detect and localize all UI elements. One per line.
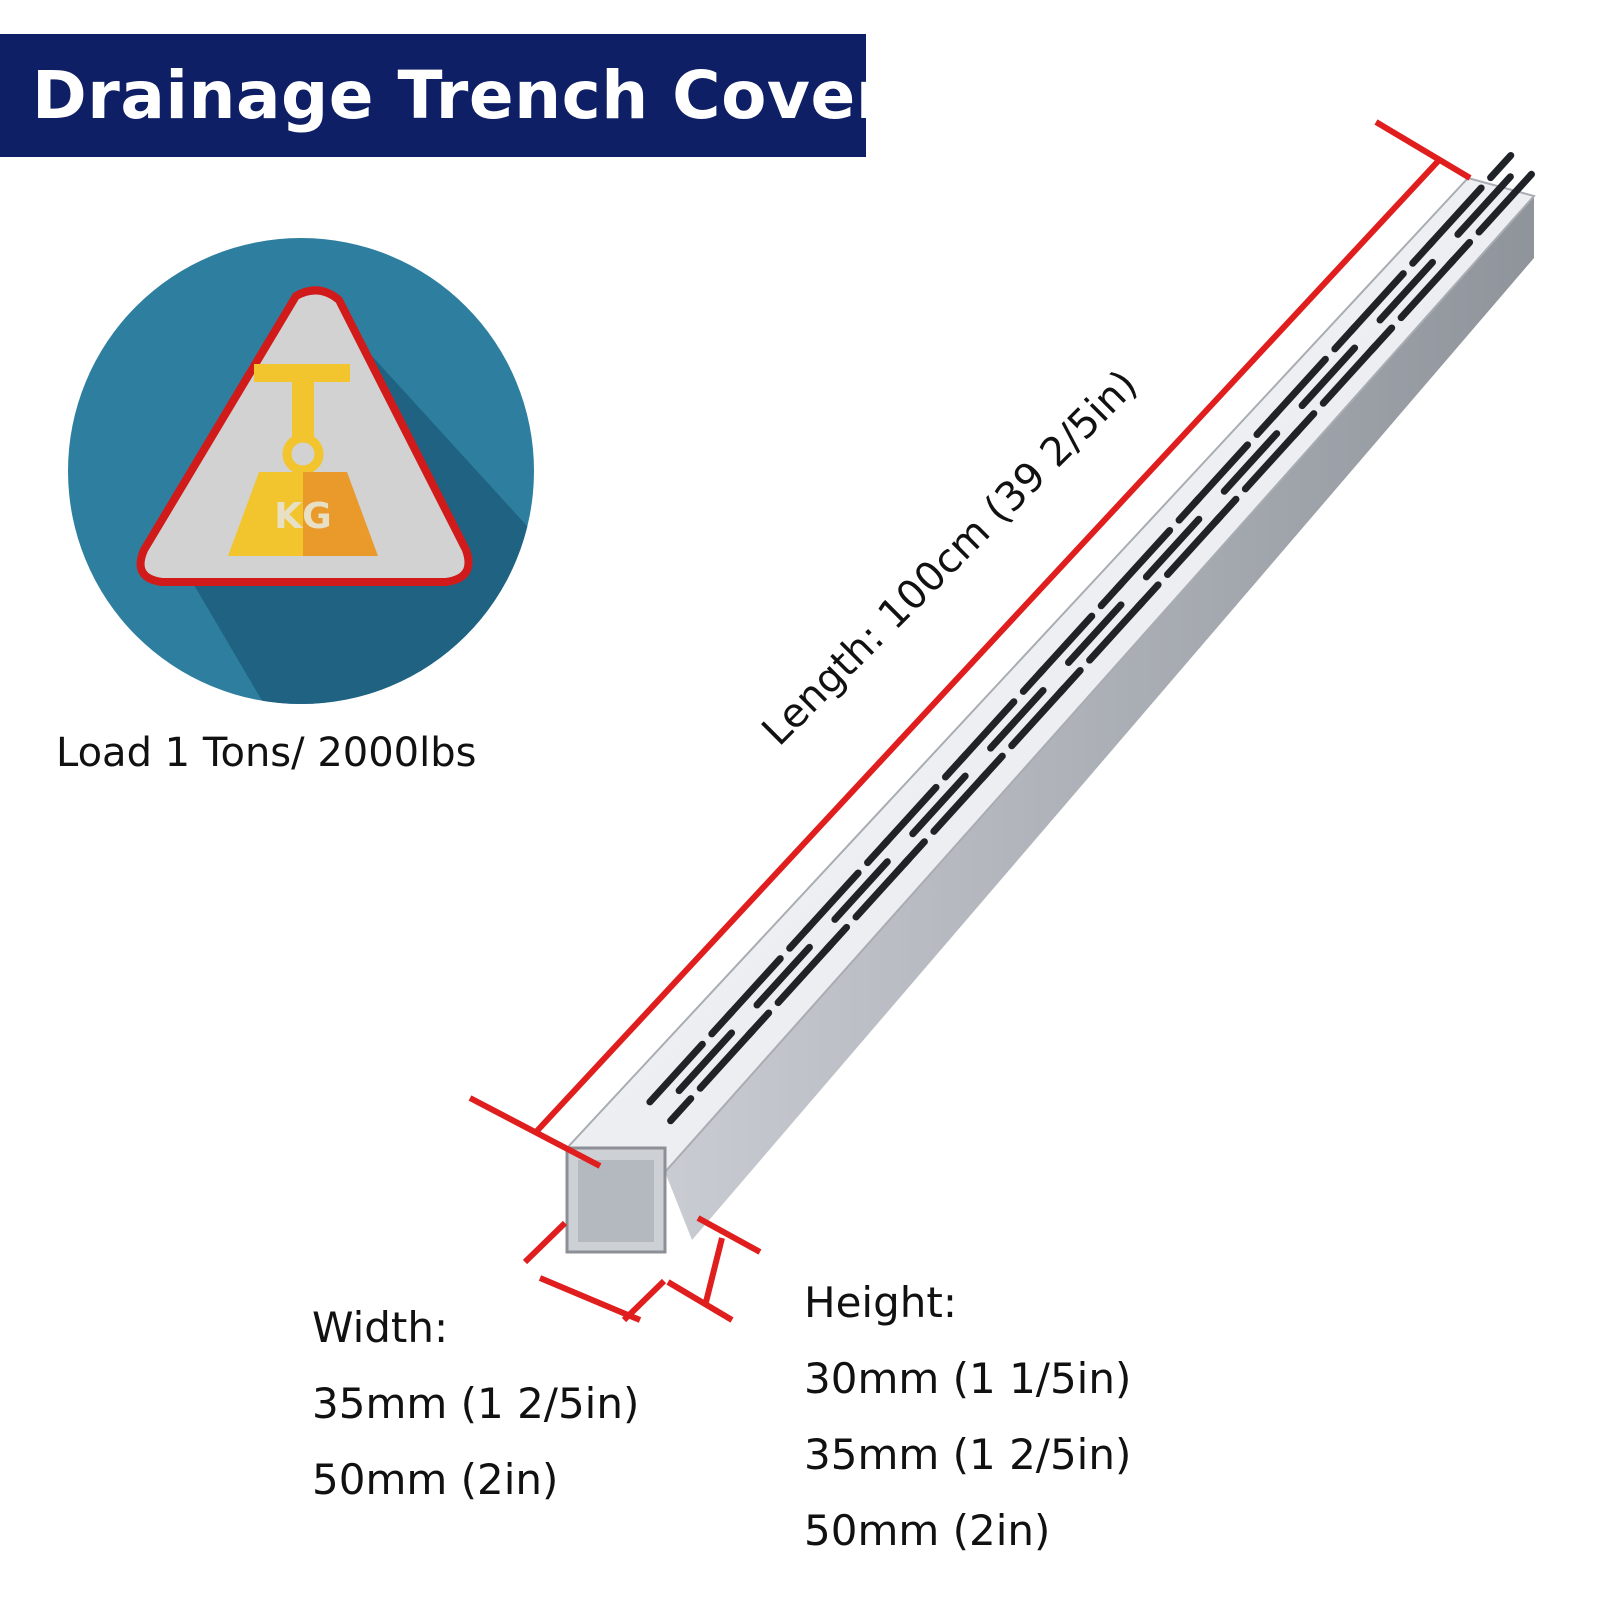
grate-slot [1191, 441, 1252, 507]
grate-slot [802, 869, 862, 935]
grate-slot [1487, 151, 1515, 182]
dimension-lines [468, 119, 1472, 1323]
grate-slot [852, 855, 912, 921]
grate-slot [675, 1029, 736, 1095]
grate-slot [1241, 427, 1302, 493]
length-tick-start [468, 1095, 602, 1169]
grate-slot [1064, 601, 1125, 667]
kg-badge-text: KG [274, 496, 331, 537]
grate-slot [753, 943, 813, 1009]
grate-slot [930, 770, 990, 835]
grate-slot [1056, 666, 1084, 697]
width-dimension-line [538, 1275, 642, 1323]
width-specs: Width: 35mm (1 2/5in) 50mm (2in) [312, 1290, 639, 1518]
grate-slot [957, 698, 1018, 763]
grate-slot [1298, 344, 1359, 410]
grate-slot [1445, 238, 1474, 269]
grate-slot [1134, 581, 1162, 611]
height-option: 50mm (2in) [804, 1506, 1051, 1555]
width-option: 50mm (2in) [312, 1455, 559, 1504]
grate-slot [1425, 184, 1485, 250]
height-option: 35mm (1 2/5in) [804, 1430, 1132, 1479]
grate-slot [1319, 342, 1380, 407]
grate-slot [1008, 684, 1068, 750]
grate-slot [1220, 430, 1281, 495]
length-dimension-line [533, 155, 1444, 1135]
grate-slot [1454, 173, 1514, 238]
grate-slot [744, 1009, 773, 1039]
grate-slot [1347, 270, 1407, 335]
grate-slot [774, 941, 835, 1007]
grate-slot [1368, 324, 1396, 354]
grate-slot [880, 783, 940, 849]
grate-slot [1035, 612, 1096, 678]
height-specs: Height: 30mm (1 1/5in) 35mm (1 2/5in) 50… [804, 1265, 1131, 1569]
grate-slot [831, 858, 891, 923]
channel-opening [578, 1160, 654, 1242]
grate-slot [1290, 410, 1318, 440]
grate-slot [900, 838, 928, 868]
grate-slots [646, 151, 1535, 1125]
grate-slot [1163, 513, 1224, 578]
height-tick-bottom [666, 1279, 734, 1323]
width-tick-end [621, 1278, 667, 1323]
width-heading: Width: [312, 1303, 449, 1352]
page-title: Drainage Trench Cover [32, 57, 889, 134]
grate-slot [1397, 256, 1458, 322]
grate-slot [822, 923, 851, 954]
grate-slot [909, 772, 969, 838]
grate-slot [1142, 515, 1203, 581]
grate-slot [1212, 495, 1240, 525]
grate-slot [724, 955, 784, 1020]
grate-slot [1113, 526, 1174, 592]
load-capacity-label: Load 1 Tons/ 2000lbs [56, 730, 477, 776]
channel-side-face [665, 196, 1534, 1240]
grate-slot [1376, 258, 1436, 324]
grate-slot [696, 1027, 757, 1092]
grate-slot [1475, 170, 1535, 236]
length-tick-end [1374, 119, 1472, 181]
width-tick-start [522, 1220, 568, 1265]
grate-slot [987, 686, 1047, 752]
width-option: 35mm (1 2/5in) [312, 1379, 640, 1428]
height-heading: Height: [804, 1278, 957, 1327]
weight-kg-warning-icon: KG [68, 238, 534, 704]
height-tick-top [696, 1215, 762, 1255]
grate-slot [646, 1040, 706, 1106]
height-dimension-line [703, 1237, 725, 1303]
grate-slot [667, 1095, 695, 1125]
height-option: 30mm (1 1/5in) [804, 1354, 1132, 1403]
grate-slot [978, 752, 1006, 782]
grate-slot [1086, 598, 1146, 664]
title-banner: Drainage Trench Cover [0, 34, 888, 157]
grate-slot [1269, 355, 1329, 421]
